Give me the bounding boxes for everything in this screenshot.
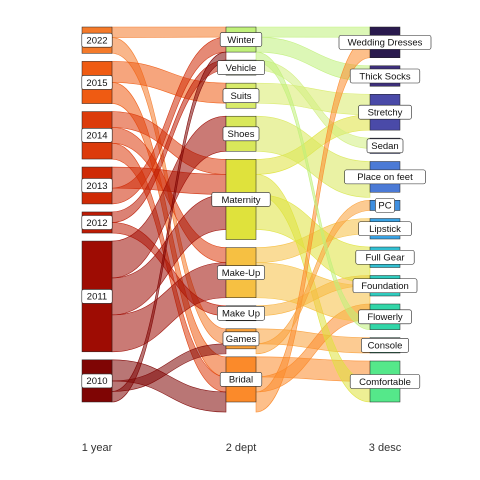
node-label-box-2012 [81,215,113,230]
node-label-flowerly: Flowerly [367,312,403,323]
node-label-2010: 2010 [86,376,107,387]
node-label-box-stretchy [358,104,412,120]
node-label-stretchy: Stretchy [368,107,403,118]
node-label-box-lipstick [358,221,412,237]
node-label-box-2013 [81,178,113,193]
node-label-box-flowerly [358,309,412,325]
node-label-vehicle: Vehicle [226,63,257,74]
axis-label-1-year: 1 year [82,442,113,454]
node-label-suits: Suits [230,91,251,102]
node-label-full-gear: Full Gear [365,253,404,264]
node-label-winter: Winter [227,35,254,46]
flow-2022-winter [111,26,227,38]
node-label-2014: 2014 [86,131,107,142]
node-label-foundation: Foundation [361,281,409,292]
node-label-box-foundation [352,278,418,294]
node-label-box-suits [222,88,260,103]
node-label-box-place-on-feet [344,169,426,185]
node-label-pc: PC [378,201,391,212]
node-label-box-2010 [81,373,113,389]
node-label-box-2014 [81,127,113,143]
node-label-sedan: Sedan [371,141,398,152]
node-label-2015: 2015 [86,78,107,89]
node-label-box-2022 [81,32,113,48]
node-label-box-vehicle [217,60,265,75]
node-label-box-comfortable [349,374,421,389]
node-label-2011: 2011 [87,292,107,303]
node-label-box-2011 [81,289,113,304]
node-label-box-wedding-dresses [338,35,432,50]
axis-label-3-desc: 3 desc [369,442,402,454]
axis-labels: 1 year 2 dept 3 desc [82,442,402,454]
node-label-box-sedan [366,138,404,154]
node-label-shoes: Shoes [228,129,255,140]
node-label-console: Console [368,341,403,352]
node-label-box-games [222,331,260,347]
node-label-box-thick-socks [349,68,421,84]
node-label-2012: 2012 [86,218,107,229]
node-label-box-pc [375,198,395,213]
node-label-box-make-up [217,265,265,280]
node-label-make-up: Make Up [222,309,260,320]
flow-2010-games [111,343,227,392]
node-label-make-up: Make-Up [222,268,261,279]
node-label-box-shoes [222,126,260,142]
node-label-games: Games [226,334,257,345]
node-label-place-on-feet: Place on feet [357,172,413,183]
flow-2010-bridal [111,359,227,413]
node-label-box-winter [219,32,263,47]
node-label-box-bridal [219,372,263,387]
node-label-2022: 2022 [86,35,107,46]
node-label-comfortable: Comfortable [359,377,411,388]
sankey-nodes: 2022 2015 2014 2013 2012 2011 2010 WinterVehicl… [81,26,432,403]
node-label-box-full-gear [355,249,415,265]
node-label-box-2015 [81,75,113,90]
node-label-box-maternity [211,192,271,207]
axis-label-2-dept: 2 dept [226,442,257,454]
node-label-thick-socks: Thick Socks [359,71,410,82]
node-label-wedding-dresses: Wedding Dresses [348,38,423,49]
flow-links [111,26,371,413]
node-label-lipstick: Lipstick [369,224,401,235]
node-label-bridal: Bridal [229,375,253,386]
node-label-maternity: Maternity [221,195,260,206]
node-label-box-make-up [217,305,265,321]
node-label-box-console [361,338,409,353]
node-label-2013: 2013 [86,181,107,192]
